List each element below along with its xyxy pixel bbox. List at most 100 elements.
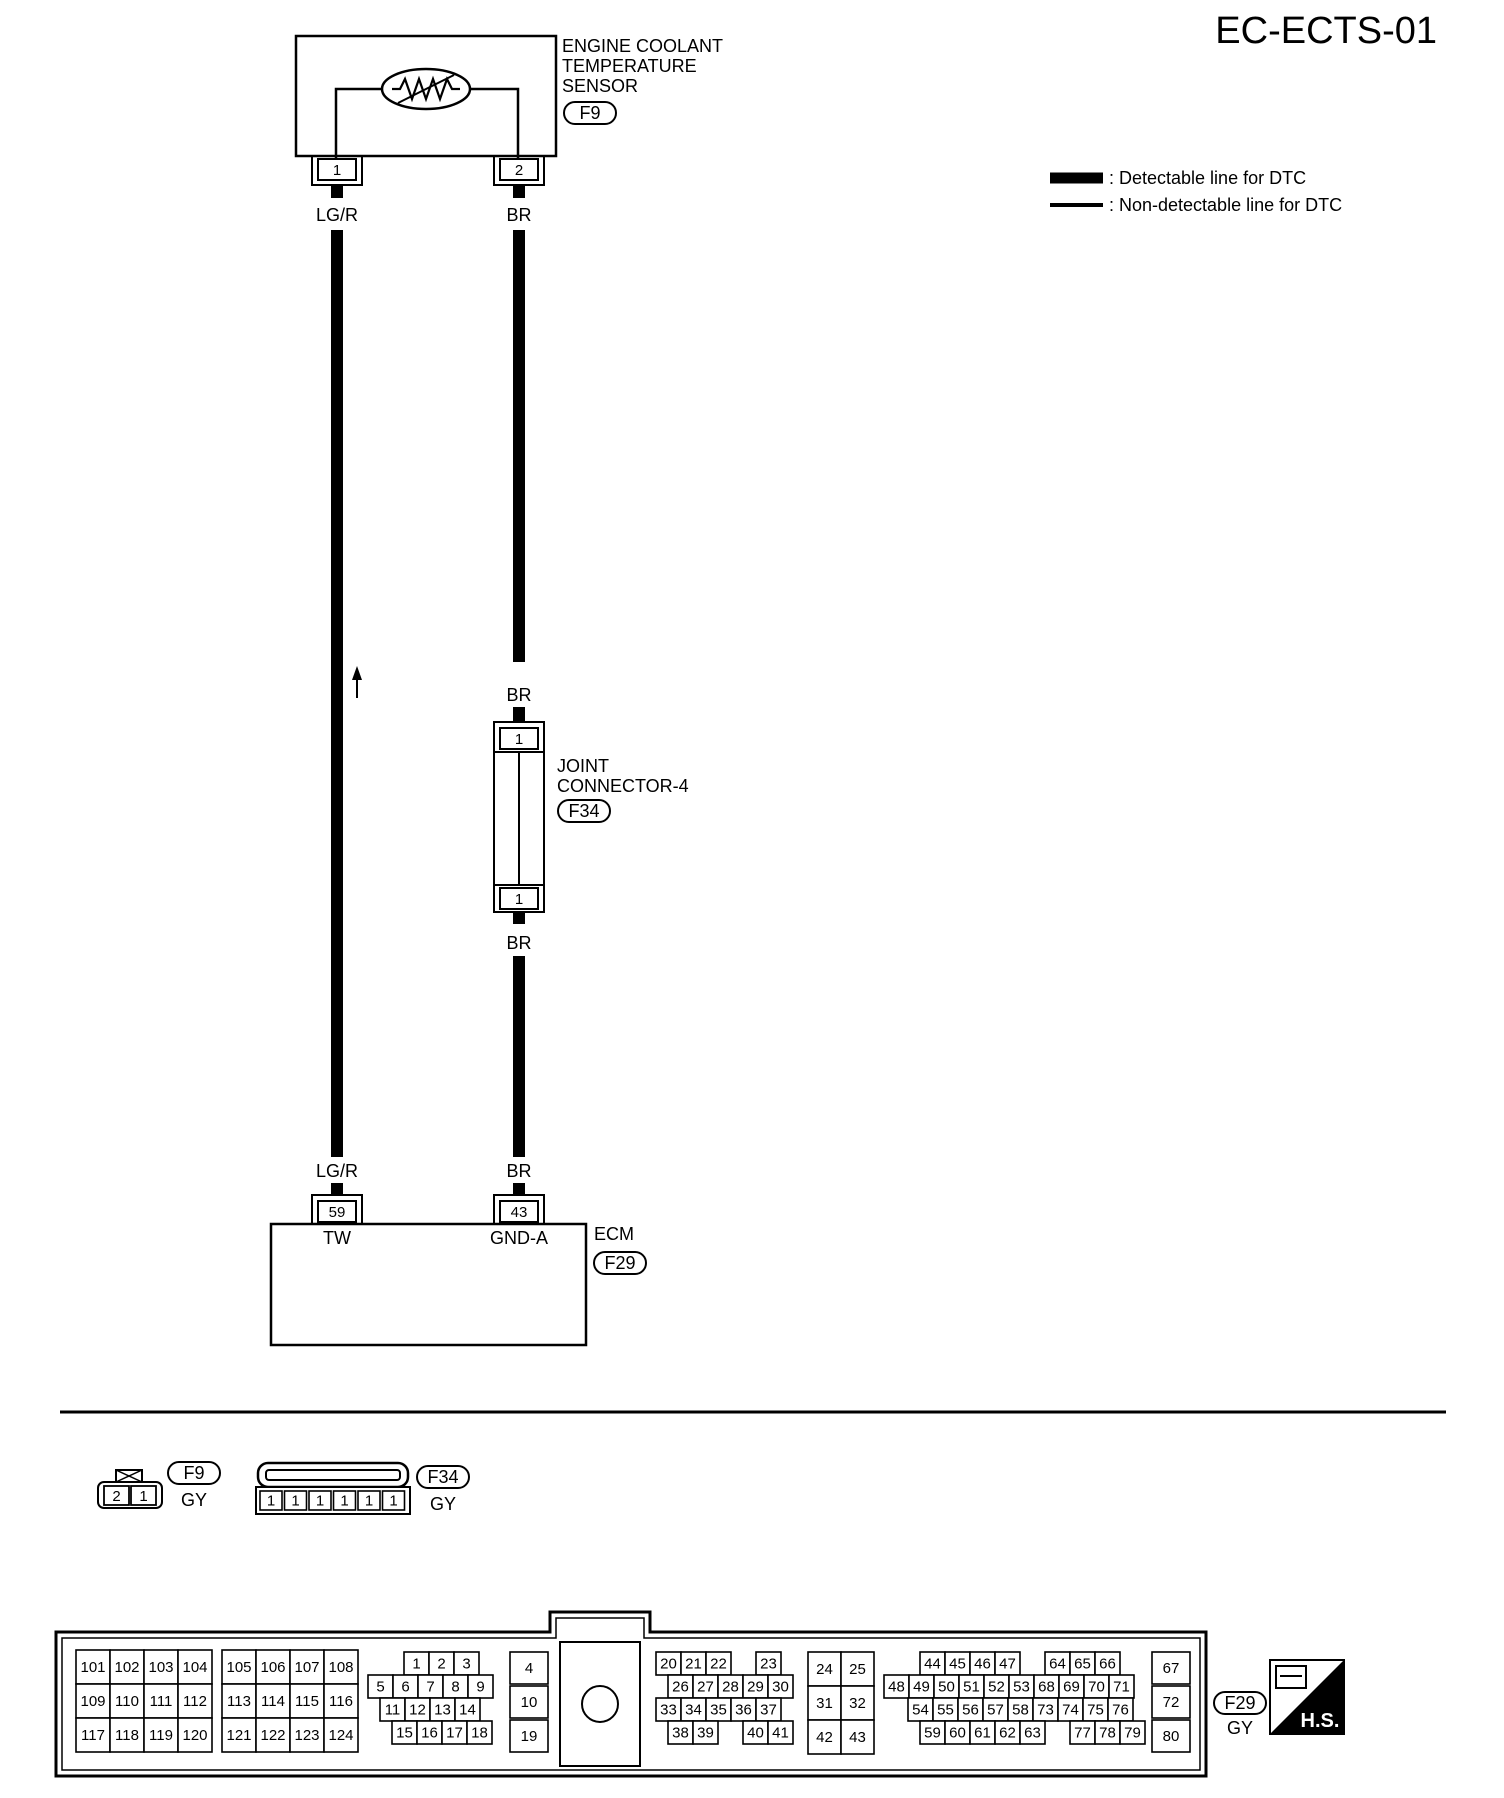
connector-pin-cell: [692, 1720, 719, 1745]
f9-view-id: F9: [183, 1463, 204, 1483]
wire-label-br-top: BR: [506, 205, 531, 225]
connector-pin-number: 120: [182, 1727, 207, 1744]
sensor-connector-badge: [563, 101, 617, 125]
wires: LG/R LG/R BR BR BR BR: [316, 185, 532, 1195]
f34-view-badge: [416, 1465, 470, 1489]
connector-pin-number: 11: [385, 1702, 401, 1719]
joint-bottom-pin-box: [499, 887, 539, 910]
connector-pin-cell: [357, 1490, 381, 1511]
connector-pin-cell: [289, 1649, 325, 1685]
sensor-pin2: 2: [515, 162, 523, 179]
f29-view-badge: [1213, 1691, 1267, 1715]
connector-pin-number: 1: [267, 1493, 275, 1510]
sensor-pin2-box: [499, 158, 539, 181]
connector-pin-number: 122: [260, 1727, 285, 1744]
connector-pin-number: 63: [1024, 1725, 1041, 1742]
connector-pin-number: 21: [685, 1656, 702, 1673]
page-id: EC-ECTS-01: [1215, 10, 1437, 52]
sensor-name-3: SENSOR: [562, 76, 638, 96]
ecm-pin-tw: 59: [329, 1204, 346, 1221]
connector-pin-cell: [177, 1717, 213, 1753]
connector-pin-number: 119: [149, 1727, 173, 1744]
f9-pin-a-box: [103, 1485, 130, 1506]
connector-pin-number: 111: [150, 1693, 173, 1710]
connector-pin-number: 44: [924, 1656, 941, 1673]
connector-pin-number: 18: [471, 1725, 488, 1742]
connector-pin-number: 78: [1099, 1725, 1116, 1742]
wire-label-lgr-top: LG/R: [316, 205, 358, 225]
connector-pin-number: 46: [974, 1656, 991, 1673]
f29-center-hole: [581, 1685, 619, 1723]
connector-pin-number: 59: [924, 1725, 941, 1742]
connector-pin-cell: [840, 1651, 875, 1687]
connector-pin-number: 5: [376, 1679, 384, 1696]
connector-pin-number: 14: [459, 1702, 476, 1719]
connector-pin-number: 1: [389, 1493, 397, 1510]
connector-pin-number: 60: [949, 1725, 966, 1742]
joint-connector-4: 1 1 JOINT CONNECTOR-4 F34: [493, 721, 689, 913]
connector-pin-number: 17: [446, 1725, 463, 1742]
thermistor-diagonal: [397, 74, 455, 104]
wire-label-br-mid-lower: BR: [506, 933, 531, 953]
connector-pin-number: 113: [227, 1693, 251, 1710]
connector-pin-number: 1: [316, 1493, 324, 1510]
connector-pin-number: 62: [999, 1725, 1016, 1742]
connector-pin-cell: [109, 1683, 145, 1719]
f34-color: GY: [430, 1494, 456, 1514]
connector-pin-number: 123: [294, 1727, 319, 1744]
legend: : Detectable line for DTC : Non-detectab…: [1050, 168, 1342, 215]
connector-pin-cell: [767, 1720, 794, 1745]
connector-pin-number: 70: [1088, 1679, 1105, 1696]
connector-pin-number: 124: [328, 1727, 353, 1744]
connector-pin-number: 1: [412, 1656, 420, 1673]
connector-pin-cell: [1019, 1720, 1046, 1745]
connector-pin-number: 35: [710, 1702, 727, 1719]
connector-pin-number: 108: [328, 1659, 353, 1676]
joint-bottom-housing: [493, 885, 545, 913]
connector-pin-number: 10: [521, 1694, 538, 1711]
connector-pin-cell: [509, 1685, 549, 1719]
connector-pin-cell: [75, 1649, 111, 1685]
connector-pin-number: 24: [816, 1661, 833, 1678]
connector-pin-cell: [1119, 1720, 1146, 1745]
signal-arrow-head: [352, 666, 362, 680]
connector-pin-number: 8: [451, 1679, 459, 1696]
connector-pin-number: 4: [525, 1660, 533, 1677]
connector-pin-number: 73: [1037, 1702, 1054, 1719]
connector-pin-number: 1: [365, 1493, 373, 1510]
connector-pin-number: 101: [80, 1659, 105, 1676]
connector-pin-number: 54: [912, 1702, 929, 1719]
connector-pin-number: 57: [987, 1702, 1004, 1719]
connector-pin-number: 114: [261, 1693, 285, 1710]
connector-pin-number: 41: [772, 1725, 789, 1742]
connector-pin-cell: [283, 1490, 308, 1511]
ecm-label-gnd: GND-A: [490, 1228, 548, 1248]
ecm-pin43-box: [499, 1200, 539, 1223]
connector-pin-number: 65: [1074, 1656, 1091, 1673]
connector-pin-number: 29: [747, 1679, 764, 1696]
f29-color: GY: [1227, 1718, 1253, 1738]
connector-pin-number: 47: [999, 1656, 1016, 1673]
connector-pin-number: 48: [888, 1679, 905, 1696]
connector-pin-number: 32: [849, 1695, 866, 1712]
joint-top-pin-box: [499, 727, 539, 750]
connector-pin-number: 45: [949, 1656, 966, 1673]
connector-pin-number: 51: [963, 1679, 980, 1696]
connector-pin-number: 34: [685, 1702, 702, 1719]
joint-pin-bottom: 1: [515, 891, 523, 908]
connector-pin-number: 27: [697, 1679, 714, 1696]
connector-pin-number: 61: [974, 1725, 991, 1742]
connector-pin-cell: [289, 1717, 325, 1753]
connector-pin-cell: [255, 1683, 291, 1719]
connector-pin-cell: [259, 1490, 283, 1511]
connector-pin-number: 118: [115, 1727, 139, 1744]
connector-pin-cell: [323, 1683, 359, 1719]
connector-pin-cell: [381, 1490, 406, 1511]
connector-pin-number: 25: [849, 1661, 866, 1678]
joint-name-1: JOINT: [557, 756, 609, 776]
connector-pin-number: 66: [1099, 1656, 1116, 1673]
f9-pin-b-box: [130, 1485, 157, 1506]
